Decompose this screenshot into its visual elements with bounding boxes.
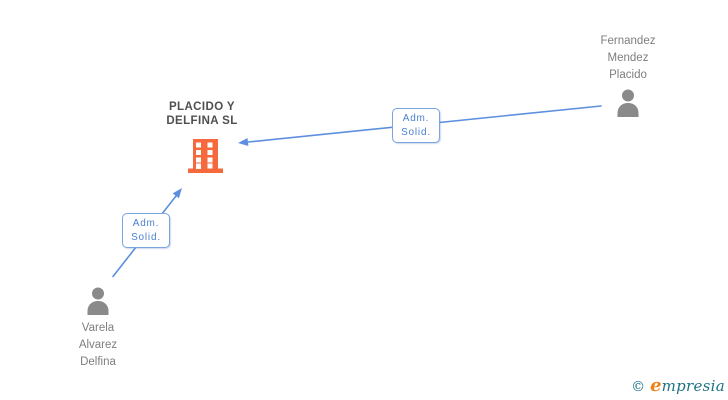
arrowhead-icon bbox=[172, 188, 182, 199]
person-node-label-fernandez[interactable]: Fernandez Mendez Placido bbox=[578, 33, 678, 84]
person-icon[interactable] bbox=[82, 287, 114, 315]
empresia-logo: © e mpresia bbox=[631, 375, 725, 397]
person-icon[interactable] bbox=[612, 89, 644, 117]
edge-label-adm-solid-right: Adm. Solid. bbox=[392, 108, 440, 143]
person-name-line: Varela bbox=[81, 322, 115, 334]
company-node-label[interactable]: PLACIDO Y DELFINA SL bbox=[142, 100, 262, 128]
edge-label-line: Adm. bbox=[402, 112, 430, 124]
copyright-icon: © bbox=[631, 379, 646, 395]
brand-letter-e: e bbox=[650, 375, 662, 396]
brand-wordmark: mpresia bbox=[661, 377, 725, 395]
person-name-line: Fernandez bbox=[600, 35, 656, 47]
company-name-line: PLACIDO Y bbox=[168, 101, 235, 113]
person-node-label-varela[interactable]: Varela Alvarez Delfina bbox=[48, 320, 148, 371]
edge-label-line: Adm. bbox=[132, 217, 160, 229]
arrowhead-icon bbox=[238, 138, 249, 146]
person-name-line: Placido bbox=[609, 69, 647, 81]
person-name-line: Alvarez bbox=[78, 339, 118, 351]
edge-label-line: Solid. bbox=[131, 231, 161, 243]
person-name-line: Delfina bbox=[80, 356, 116, 368]
building-icon[interactable] bbox=[188, 139, 223, 173]
edge-label-line: Solid. bbox=[401, 126, 431, 138]
person-name-line: Mendez bbox=[607, 52, 649, 64]
edge-label-adm-solid-left: Adm. Solid. bbox=[122, 213, 170, 248]
company-name-line: DELFINA SL bbox=[166, 115, 238, 127]
